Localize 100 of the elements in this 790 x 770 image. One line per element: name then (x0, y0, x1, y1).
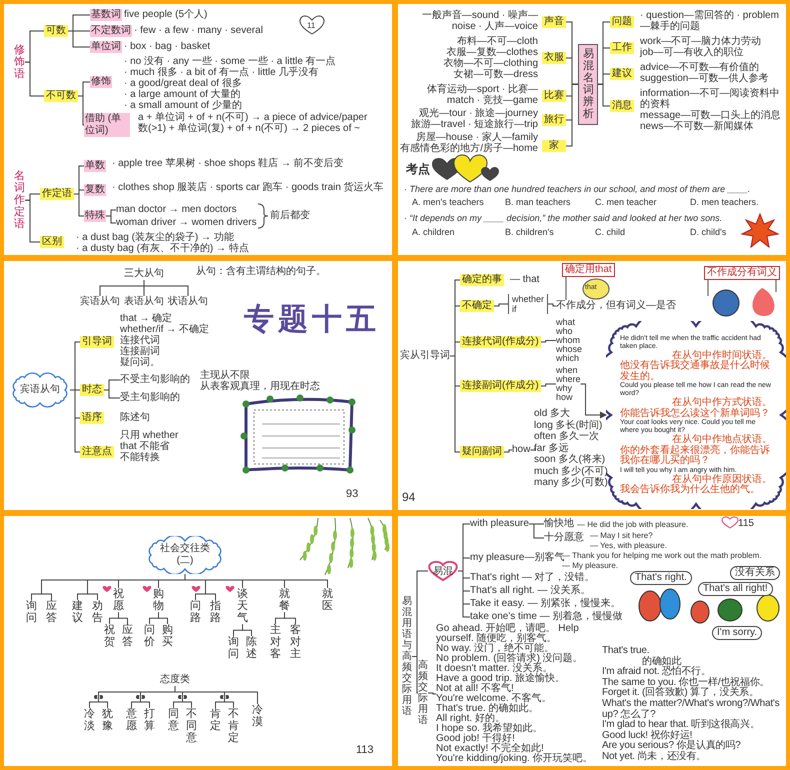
speech-cloud (606, 321, 786, 509)
highlighted-label: 借助 (单位词) (84, 113, 130, 137)
word-text: which (556, 354, 580, 363)
answer-option: D. men teachers. (690, 197, 759, 208)
phrase-text: I'm afraid not. 恐怕不行。 (602, 667, 711, 678)
example-text: · question—需回答的 · problem—棘手的问题 (640, 10, 780, 32)
grammar-note: 在从句中作地点状语。 (672, 435, 772, 445)
highlighted-label: 单位词 (90, 41, 122, 53)
connector-line (412, 656, 418, 694)
page-number: 115 (738, 518, 754, 530)
word-text: whom (556, 336, 582, 345)
vertical-label: 打算 (144, 708, 155, 732)
vertical-label: 祝愿 (113, 588, 124, 612)
highlighted-label: 区别 (40, 236, 64, 248)
example-text: 衣物—不可—clothing (444, 58, 538, 69)
example-text: 有感情色彩的地方/房子—home (400, 143, 538, 154)
example-text: · clothes shop 服装店 · sports car 跑车 · goods train 货运火车 (112, 182, 384, 193)
highlighted-label: 基数词 (90, 9, 122, 21)
example-text: — My pleasure. (562, 560, 618, 570)
example-text: 主现从不限 (200, 370, 250, 381)
word-text: what (556, 318, 576, 327)
topic-label: with pleasure (470, 518, 529, 530)
highlighted-label: 比赛 (542, 90, 566, 102)
word-text: when (556, 366, 579, 375)
speech-bubble: That's all right! (698, 582, 773, 596)
vertical-label: 主对客 (270, 624, 281, 660)
highlighted-label: 工作 (610, 42, 634, 54)
example-text: 陈述句 (120, 412, 150, 423)
vertical-label: 谈天气 (237, 588, 248, 624)
topic-label: That's all right. — 没关系。 (470, 585, 590, 597)
highlighted-label: 不定数词 (90, 25, 132, 37)
topic-label: Take it easy. — 别紧张，慢慢来。 (470, 598, 620, 610)
connector-line (458, 570, 470, 618)
connector-line (598, 84, 610, 106)
vertical-label: 冷漠 (252, 704, 263, 728)
connector-line (540, 340, 556, 342)
vertical-label: 就餐 (279, 588, 290, 612)
section-heading: 考点 (406, 162, 430, 176)
phrase-text: What's the matter?/What's wrong?/What's up? 怎么了? (602, 698, 780, 720)
note-text: 前后都变 (270, 210, 310, 222)
highlighted-label: 特殊 (84, 210, 106, 222)
vertical-label: 购买 (162, 624, 173, 648)
vertical-label: 犹豫 (102, 708, 113, 732)
connector-line (158, 612, 168, 624)
word-text: how (556, 393, 574, 402)
example-text: that 不能省 (120, 441, 170, 452)
example-text: 连接副词 (120, 346, 160, 357)
example-text: 连接代词 (120, 335, 160, 346)
vertical-label: 修饰语 (14, 44, 25, 80)
highlighted-label: 修饰 (90, 76, 112, 88)
example-text: a + 单位词 + of + n(不可) → a piece of advice/paper (138, 112, 368, 123)
phrase-text: That's true. 的确如此。 (436, 704, 538, 714)
example-text: that → 确定 (120, 313, 172, 324)
connector-line (104, 390, 120, 398)
vertical-label: 高频交际用语 (418, 660, 428, 726)
vertical-label: 易混用语与高频交际用语 (402, 596, 412, 717)
example-text: whether/if → 不确定 (120, 324, 209, 335)
highlighted-label: 消息 (610, 100, 634, 112)
connector-line (504, 450, 512, 452)
phrase-text: It doesn't matter. 没关系。 (436, 664, 552, 674)
connector-line (24, 200, 40, 242)
highlighted-label: 家 (542, 140, 566, 152)
heart-node: 易混 (428, 561, 458, 581)
topic-label: how (512, 444, 530, 456)
example-text: · a small amount of 少量的 (124, 100, 242, 111)
topic-label: man doctor → men doctors (116, 204, 237, 216)
highlighted-label: 衣服 (542, 52, 566, 64)
highlighted-label: 连接代词(作成分) (460, 336, 541, 348)
word-text: much 多少(不可) (534, 466, 608, 476)
example-text: job—可—有收入的职位 (640, 47, 744, 58)
word-text: far 多远 (534, 442, 570, 454)
page-number: 11 (307, 21, 316, 30)
example-text: work—不可—脑力体力劳动 (640, 36, 762, 47)
question-text: · “It depends on my ____ decision,” the mother said and looked at her two sons. (404, 213, 722, 224)
translation: 我会告诉你我为什么生他的气。 (620, 485, 761, 496)
phrase-text: 的确如此 (642, 656, 682, 667)
connector-line (78, 96, 84, 126)
example-text: 房屋—house · 家人—family (416, 132, 538, 143)
connector-line (284, 612, 296, 624)
example-text: suggestion—可数—供人参考 (640, 73, 768, 84)
example-text: 只用 whether (120, 430, 178, 441)
phrase-text: Are you serious? 你是认真的吗? (602, 741, 741, 752)
word-text: whether (512, 294, 544, 304)
topic-label: 受主句影响的 (120, 392, 180, 404)
topic-label: 不受主句影响的 (120, 374, 190, 386)
bracket-list (508, 294, 548, 314)
connector-line (74, 194, 84, 216)
example-text: 衣服—复数—clothes (446, 47, 538, 58)
word-text: soon 多久(将来) (534, 454, 606, 466)
connector-line (530, 448, 536, 450)
connector-line (494, 304, 508, 306)
vertical-label: 问价 (144, 624, 155, 648)
vertical-label: 不同意 (186, 708, 197, 744)
vertical-label: 冷淡 (84, 708, 95, 732)
example-text: · few · a few · many · several (134, 25, 263, 36)
answer-option: B. man teachers (505, 197, 571, 208)
example-text: · a dusty bag (有灰、不干净的) → 特点 (76, 243, 249, 254)
example-text: · no 没有 · any 一些 · some 一些 · a little 有一点 (124, 56, 336, 67)
topic-label: 三大从句 (124, 268, 164, 280)
vertical-label: 不肯定 (228, 708, 239, 744)
